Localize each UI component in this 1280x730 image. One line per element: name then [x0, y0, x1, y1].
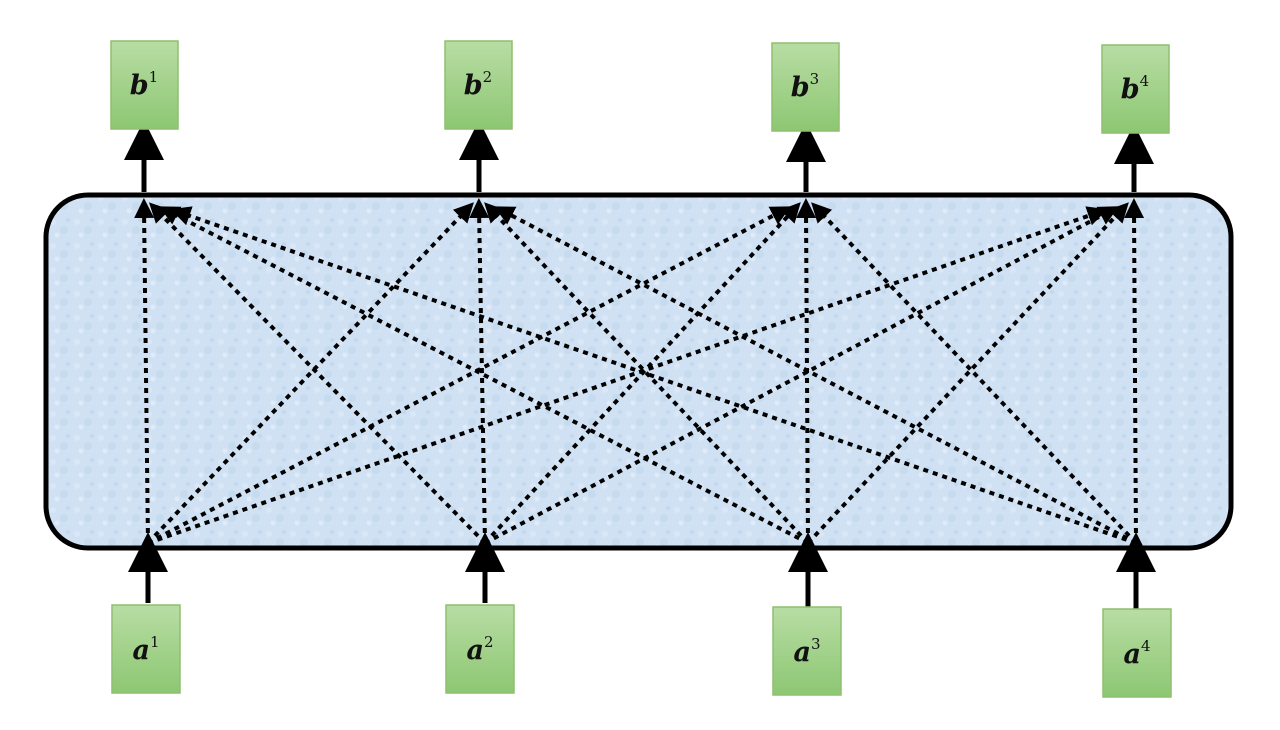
self-attention-layer: [43, 192, 1234, 551]
input-label-sup: 4: [1141, 637, 1151, 655]
output-node-b4: b4: [1101, 44, 1170, 134]
connection-a1-to-b2: [146, 202, 474, 545]
svg-text:b4: b4: [1121, 72, 1149, 105]
output-label-sup: 4: [1140, 72, 1150, 90]
io-arrows: [124, 120, 1156, 610]
output-node-b3: b3: [771, 42, 840, 132]
input-label-sup: 2: [484, 633, 494, 651]
svg-text:a1: a1: [132, 633, 159, 666]
input-label-base: a: [793, 637, 811, 668]
svg-text:b1: b1: [130, 68, 158, 101]
input-label-base: a: [132, 635, 150, 666]
output-label-sup: 1: [149, 68, 159, 86]
output-label-base: b: [1121, 74, 1140, 105]
svg-text:a3: a3: [793, 635, 820, 668]
svg-text:b3: b3: [791, 70, 819, 103]
connection-a3-to-b1: [159, 206, 809, 545]
connection-a4-to-b3: [811, 202, 1138, 545]
input-node-a3: a3: [772, 606, 842, 696]
output-node-b2: b2: [444, 40, 513, 130]
output-label-sup: 3: [810, 70, 820, 88]
connection-a2-to-b1: [148, 202, 487, 545]
connection-a2-to-b4: [484, 206, 1119, 545]
connection-a4-to-b1: [170, 206, 1137, 545]
input-nodes: a1 a2 a3 a4: [111, 604, 1172, 698]
input-node-a4: a4: [1102, 608, 1172, 698]
output-label-base: b: [791, 72, 810, 103]
connection-a1-to-b4: [147, 206, 1108, 545]
input-label-sup: 3: [811, 635, 821, 653]
svg-text:b2: b2: [464, 68, 492, 101]
svg-text:a4: a4: [1123, 637, 1150, 670]
output-node-b1: b1: [110, 40, 179, 130]
input-node-a1: a1: [111, 604, 181, 694]
svg-text:a2: a2: [466, 633, 493, 666]
connection-a3-to-b4: [806, 202, 1129, 545]
output-label-sup: 2: [483, 68, 493, 86]
input-label-base: a: [1123, 639, 1141, 670]
output-label-base: b: [130, 70, 149, 101]
input-node-a2: a2: [445, 604, 515, 694]
output-nodes: b1 b2 b3 b4: [110, 40, 1170, 134]
output-label-base: b: [464, 70, 483, 101]
attention-connections: [134, 198, 1145, 545]
input-label-sup: 1: [150, 633, 160, 651]
input-label-base: a: [466, 635, 484, 666]
